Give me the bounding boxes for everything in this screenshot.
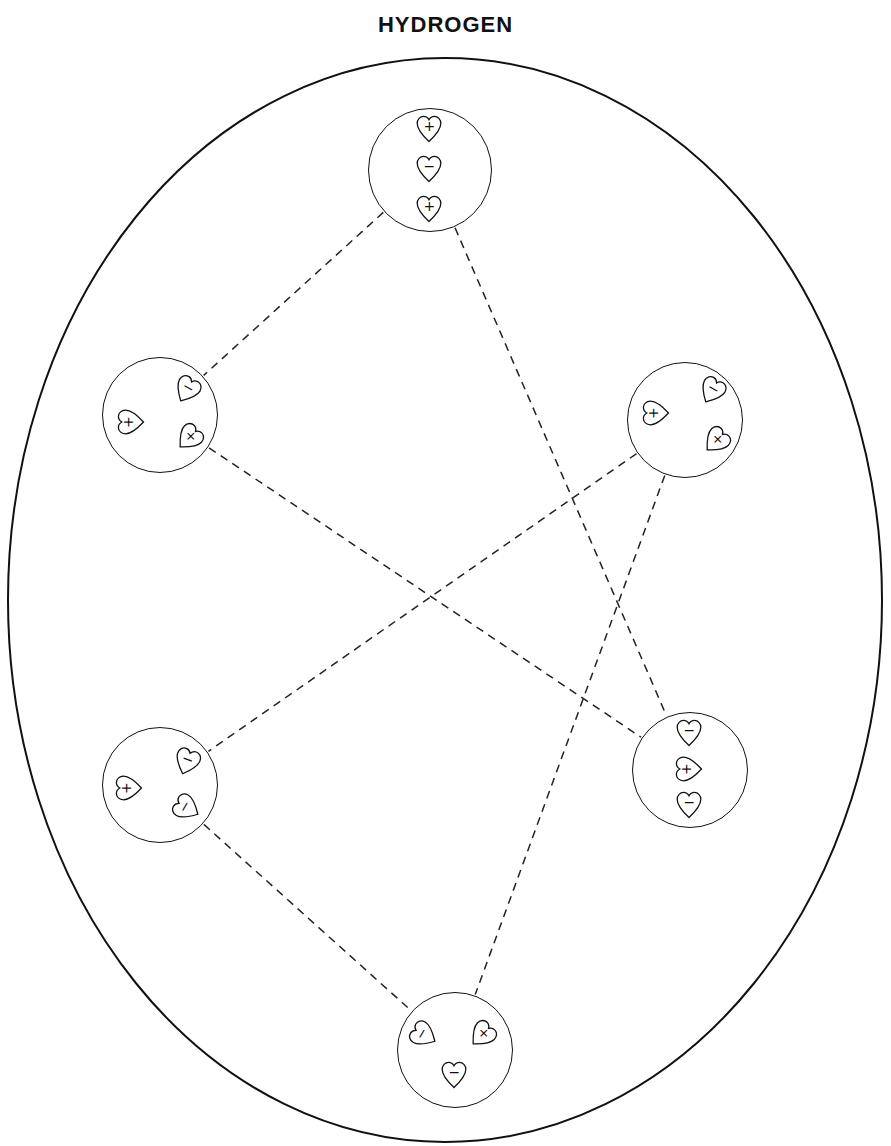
atom-oval-line — [8, 58, 882, 1142]
charge-sign: − — [676, 721, 702, 739]
dashed-bond — [475, 475, 665, 994]
anu-heart: + — [115, 775, 143, 801]
anu-group: −+− — [397, 992, 513, 1108]
anu-heart: + — [117, 409, 145, 435]
anu-heart: + — [642, 400, 670, 426]
anu-heart: + — [463, 1016, 501, 1054]
anu-group: − + + — [627, 362, 743, 478]
anu-heart: − — [170, 745, 204, 780]
anu-heart: − — [694, 373, 731, 410]
anu-heart: − — [169, 372, 206, 409]
anu-heart: + — [416, 115, 442, 143]
anu-heart: − — [441, 1061, 467, 1089]
dashed-bond — [209, 448, 641, 737]
charge-sign: − — [173, 747, 204, 773]
charge-sign: − — [698, 374, 730, 403]
dashed-bond — [208, 454, 636, 752]
charge-sign: + — [416, 197, 442, 215]
dashed-bond — [204, 824, 411, 1010]
dashed-bond — [455, 228, 666, 716]
charge-sign: + — [117, 775, 135, 801]
charge-sign: − — [173, 373, 205, 402]
heart-outline — [171, 792, 205, 825]
charge-sign: + — [677, 756, 695, 782]
anu-heart: + — [675, 756, 703, 782]
anu-group: − + − — [632, 712, 748, 828]
heart-outline — [696, 375, 729, 409]
element-title: HYDROGEN — [0, 12, 891, 38]
heart-outline — [465, 1018, 499, 1052]
anu-group: + − − — [102, 727, 218, 843]
charge-sign: − — [676, 793, 702, 811]
dashed-bond — [204, 212, 384, 375]
heart-outline — [172, 421, 206, 455]
charge-sign: − — [416, 157, 442, 175]
anu-group: + − + — [368, 108, 492, 232]
heart-outline — [171, 374, 204, 408]
heart-outline — [699, 424, 733, 458]
charge-sign: − — [441, 1063, 467, 1081]
anu-heart: − — [676, 791, 702, 819]
heart-outline — [408, 1019, 442, 1052]
anu-heart: − — [416, 155, 442, 183]
charge-sign: + — [416, 117, 442, 135]
charge-sign: + — [644, 400, 662, 426]
anu-group: − + + — [102, 357, 218, 473]
anu-heart: + — [697, 422, 735, 460]
anu-heart: + — [416, 195, 442, 223]
anu-heart: − — [406, 1017, 443, 1054]
anu-heart: − — [676, 719, 702, 747]
anu-heart: − — [169, 790, 206, 827]
anu-heart: + — [170, 419, 208, 457]
heart-outline — [172, 747, 203, 779]
charge-sign: + — [119, 409, 137, 435]
